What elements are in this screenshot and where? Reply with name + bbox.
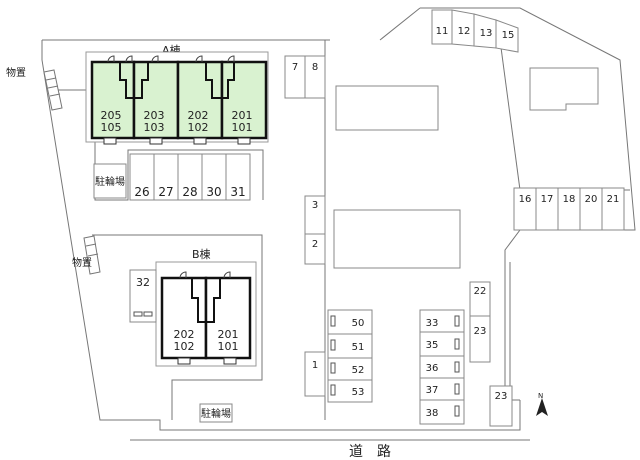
parking-20-label: 20 bbox=[585, 194, 598, 205]
unit-a-3-upper: 202 bbox=[188, 109, 209, 122]
parking-2-label: 2 bbox=[312, 239, 318, 250]
north-arrow-icon bbox=[536, 398, 548, 416]
bicycle-parking-bottom-label: 駐輪場 bbox=[201, 407, 231, 420]
parking-lot-30[interactable] bbox=[201, 153, 227, 201]
parking-lot-23-bottom[interactable] bbox=[489, 385, 513, 427]
parking-lot-38[interactable] bbox=[419, 399, 465, 425]
parking-37-label: 37 bbox=[426, 385, 439, 396]
unit-b-2-lower: 101 bbox=[218, 340, 239, 353]
unit-b-1-upper: 202 bbox=[174, 328, 195, 341]
building-b-label: B棟 bbox=[192, 247, 211, 261]
parking-3-label: 3 bbox=[312, 200, 318, 211]
parking-17-label: 17 bbox=[541, 194, 554, 205]
parking-7-label: 7 bbox=[292, 62, 298, 73]
parking-11-label: 11 bbox=[436, 26, 449, 37]
parking-32-label: 32 bbox=[136, 276, 150, 289]
parking-right-row bbox=[513, 187, 625, 231]
storage-left-mid bbox=[83, 235, 101, 275]
unit-b-2-upper: 201 bbox=[218, 328, 239, 341]
parking-21-label: 21 bbox=[607, 194, 620, 205]
center-building-mid bbox=[333, 209, 461, 269]
building-b bbox=[160, 271, 252, 365]
parking-lot-21[interactable] bbox=[601, 187, 625, 231]
parking-8-label: 8 bbox=[312, 62, 318, 73]
parking-1-label: 1 bbox=[312, 360, 318, 371]
building-a bbox=[90, 55, 268, 145]
parking-51-label: 51 bbox=[352, 342, 365, 353]
parking-22-label: 22 bbox=[474, 286, 487, 297]
parking-28-label: 28 bbox=[182, 185, 197, 199]
bicycle-parking-top bbox=[93, 163, 127, 199]
unit-a-2[interactable] bbox=[132, 60, 180, 140]
parking-row-a bbox=[129, 153, 251, 201]
unit-a-4-lower: 101 bbox=[232, 121, 253, 134]
road-label: 道 路 bbox=[349, 444, 391, 460]
unit-a-1-lower: 105 bbox=[101, 121, 122, 134]
parking-lot-26[interactable] bbox=[129, 153, 155, 201]
parking-15-label: 15 bbox=[502, 30, 515, 41]
parking-36-label: 36 bbox=[426, 363, 439, 374]
unit-b-1-lower: 102 bbox=[174, 340, 195, 353]
bicycle-parking-top-label: 駐輪場 bbox=[95, 175, 125, 188]
parking-lot-15[interactable] bbox=[495, 19, 519, 53]
unit-a-4[interactable] bbox=[220, 60, 268, 140]
parking-lot-53[interactable] bbox=[327, 379, 373, 403]
parking-23-label: 23 bbox=[474, 326, 487, 337]
north-label: N bbox=[538, 392, 543, 400]
parking-23-bottom-label: 23 bbox=[495, 391, 508, 402]
parking-18-label: 18 bbox=[563, 194, 576, 205]
parking-50-label: 50 bbox=[352, 318, 365, 329]
parking-53-label: 53 bbox=[352, 387, 365, 398]
center-building-top bbox=[335, 85, 439, 131]
parking-lot-23[interactable] bbox=[469, 315, 491, 363]
storage-label-mid: 物置 bbox=[72, 256, 92, 269]
parking-top-right bbox=[431, 9, 519, 53]
bicycle-parking-bottom bbox=[199, 403, 233, 423]
unit-a-4-upper: 201 bbox=[232, 109, 253, 122]
parking-33-label: 33 bbox=[426, 318, 439, 329]
unit-a-2-upper: 203 bbox=[144, 109, 165, 122]
parking-lot-31[interactable] bbox=[225, 153, 251, 201]
unit-a-2-lower: 103 bbox=[144, 121, 165, 134]
right-building bbox=[529, 67, 599, 111]
parking-lot-8[interactable] bbox=[304, 55, 326, 99]
parking-16-label: 16 bbox=[519, 194, 532, 205]
parking-column-33-38 bbox=[419, 309, 465, 425]
parking-38-label: 38 bbox=[426, 408, 439, 419]
storage-left-top bbox=[43, 69, 63, 111]
parking-26-label: 26 bbox=[134, 185, 149, 199]
unit-a-3-lower: 102 bbox=[188, 121, 209, 134]
parking-12-label: 12 bbox=[458, 26, 471, 37]
parking-lot-1[interactable] bbox=[304, 351, 326, 397]
unit-a-1-upper: 205 bbox=[101, 109, 122, 122]
parking-lot-28[interactable] bbox=[177, 153, 203, 201]
parking-lot-2[interactable] bbox=[304, 233, 326, 265]
parking-35-label: 35 bbox=[426, 340, 439, 351]
parking-52-label: 52 bbox=[352, 365, 365, 376]
parking-27-label: 27 bbox=[158, 185, 173, 199]
parking-30-label: 30 bbox=[206, 185, 221, 199]
parking-13-label: 13 bbox=[480, 28, 493, 39]
parking-column-50-53 bbox=[327, 309, 373, 403]
parking-31-label: 31 bbox=[230, 185, 245, 199]
storage-label-top: 物置 bbox=[6, 66, 26, 79]
